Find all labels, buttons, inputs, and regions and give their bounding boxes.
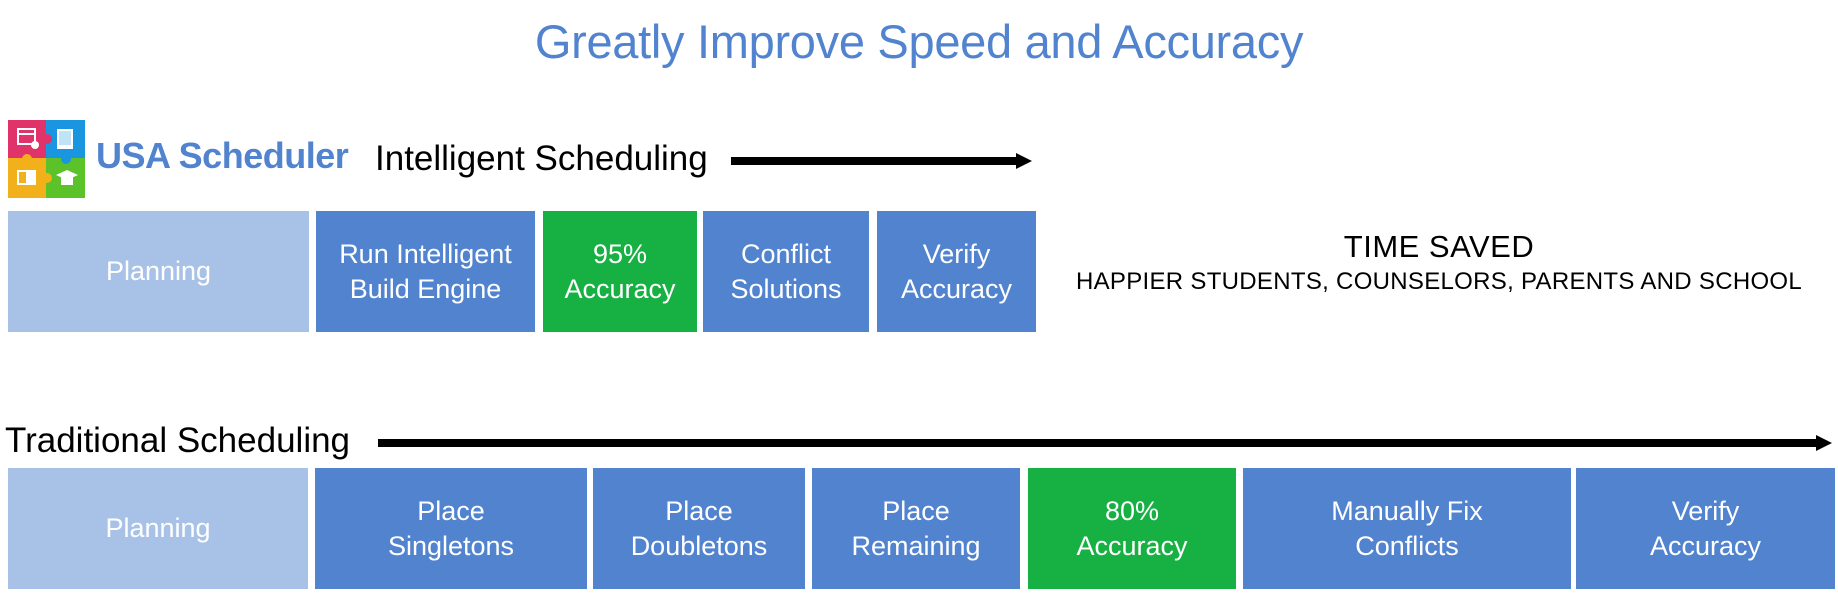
page-title: Greatly Improve Speed and Accuracy	[534, 15, 1304, 68]
intelligent-step-accuracy: 95% Accuracy	[543, 211, 697, 332]
traditional-scheduling-label: Traditional Scheduling	[5, 421, 351, 460]
puzzle-logo-icon	[8, 120, 85, 198]
brand-name: USA Scheduler	[96, 135, 349, 176]
traditional-step-manual-fix: Manually Fix Conflicts	[1243, 468, 1571, 589]
traditional-step-singletons: Place Singletons	[315, 468, 587, 589]
traditional-step-verify: Verify Accuracy	[1576, 468, 1835, 589]
traditional-step-doubletons: Place Doubletons	[593, 468, 805, 589]
time-saved-subtitle: HAPPIER STUDENTS, COUNSELORS, PARENTS AN…	[1075, 268, 1803, 295]
intelligent-step-conflict-solutions: Conflict Solutions	[703, 211, 869, 332]
intelligent-step-build-engine: Run Intelligent Build Engine	[316, 211, 535, 332]
traditional-step-remaining: Place Remaining	[812, 468, 1020, 589]
intelligent-scheduling-label: Intelligent Scheduling	[375, 139, 708, 178]
time-saved-title: TIME SAVED	[1343, 229, 1535, 264]
intelligent-step-verify: Verify Accuracy	[877, 211, 1036, 332]
traditional-step-planning: Planning	[8, 468, 308, 589]
traditional-step-accuracy: 80% Accuracy	[1028, 468, 1236, 589]
intelligent-step-planning: Planning	[8, 211, 309, 332]
